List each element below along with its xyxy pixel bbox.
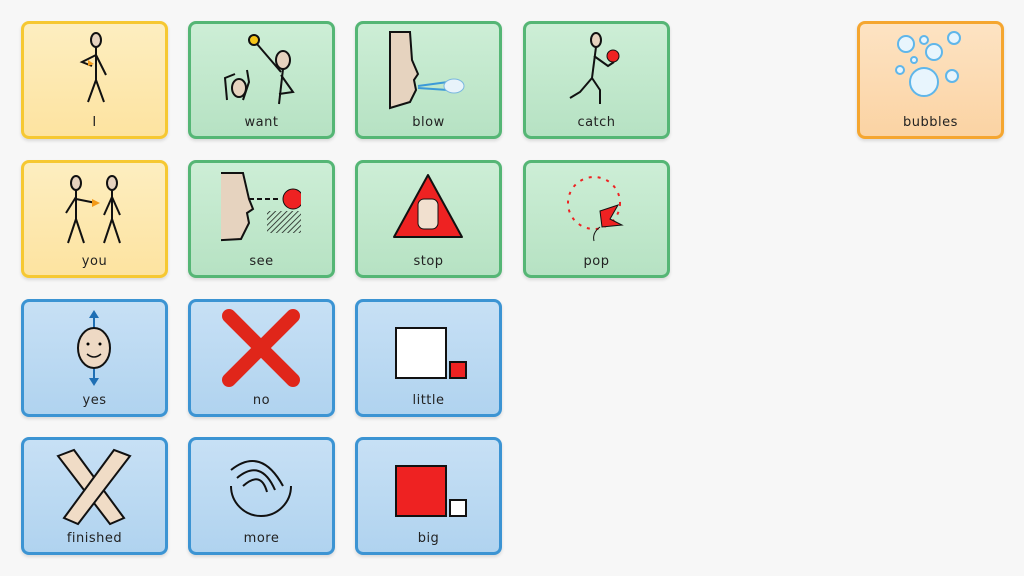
face-blowing-icon (389, 31, 465, 110)
person-reaching-icon (223, 34, 295, 105)
face-looking-icon (221, 172, 301, 242)
tile-label: catch (577, 115, 616, 130)
more-arrows-icon (230, 460, 292, 517)
tile-stop[interactable]: stop (355, 160, 502, 278)
big-square-icon (395, 465, 467, 517)
tile-label: pop (583, 254, 610, 269)
tile-label: blow (412, 115, 445, 130)
person-catching-ball-icon (569, 32, 620, 104)
tile-label: big (417, 531, 440, 546)
tile-more[interactable]: more (188, 437, 335, 555)
balloon-popping-icon (567, 176, 624, 242)
tile-yes[interactable]: yes (21, 299, 168, 417)
nodding-face-icon (77, 310, 111, 386)
tile-label: yes (82, 393, 107, 408)
person-pointing-self-icon (79, 32, 107, 103)
tile-label: finished (66, 531, 123, 546)
small-square-icon (395, 327, 467, 379)
tile-label: you (81, 254, 108, 269)
tile-blow[interactable]: blow (355, 21, 502, 139)
stop-hand-sign-icon (393, 174, 463, 238)
red-cross-icon (222, 309, 300, 387)
tile-see[interactable]: see (188, 160, 335, 278)
tile-big[interactable]: big (355, 437, 502, 555)
tile-no[interactable]: no (188, 299, 335, 417)
tile-label: no (252, 393, 271, 408)
tile-label: I (92, 115, 97, 130)
tile-catch[interactable]: catch (523, 21, 670, 139)
crossed-arms-icon (56, 448, 132, 526)
bubbles-icon (895, 31, 961, 97)
tile-pop[interactable]: pop (523, 160, 670, 278)
tile-finished[interactable]: finished (21, 437, 168, 555)
tile-bubbles[interactable]: bubbles (857, 21, 1004, 139)
tile-little[interactable]: little (355, 299, 502, 417)
tile-label: more (243, 531, 280, 546)
tile-label: bubbles (903, 115, 958, 130)
tile-want[interactable]: want (188, 21, 335, 139)
tile-label: see (249, 254, 274, 269)
tile-label: want (244, 115, 279, 130)
person-pointing-other-icon (65, 175, 121, 244)
tile-label: little (412, 393, 445, 408)
tile-label: stop (413, 254, 444, 269)
tile-i[interactable]: I (21, 21, 168, 139)
tile-you[interactable]: you (21, 160, 168, 278)
